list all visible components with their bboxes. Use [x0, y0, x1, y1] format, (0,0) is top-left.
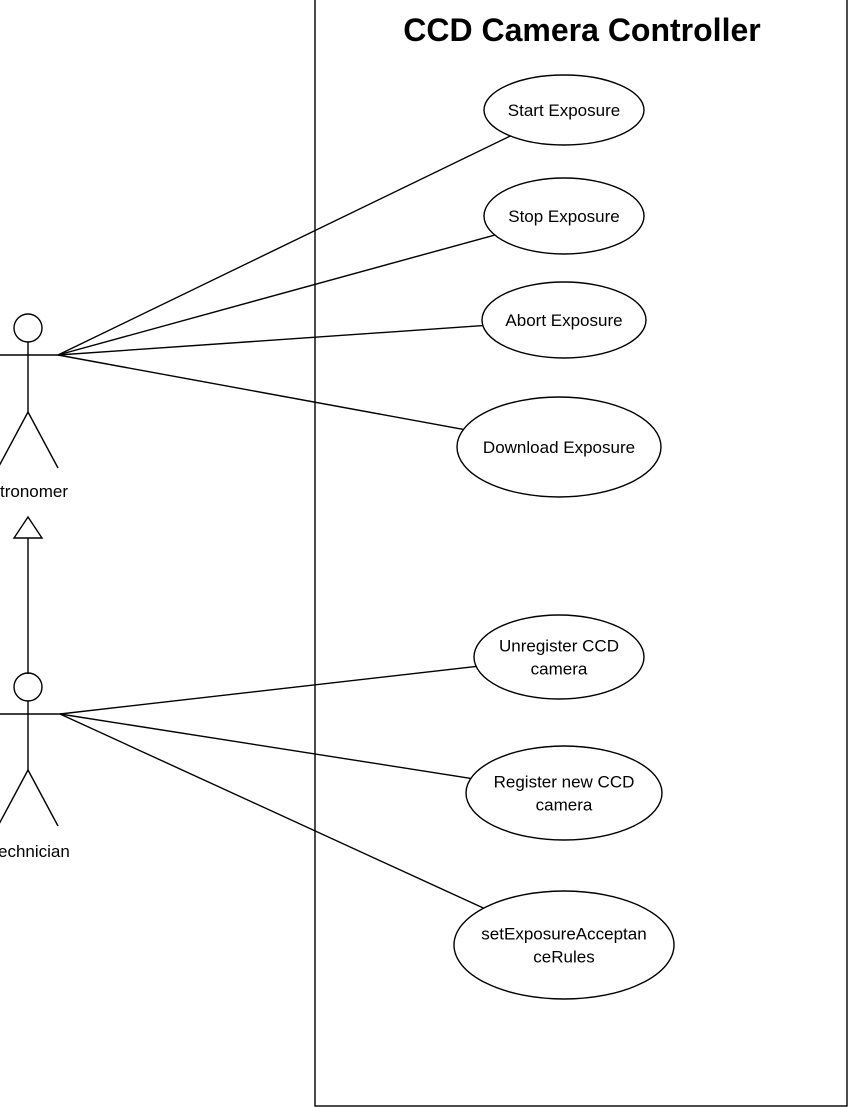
actor-head [13, 313, 43, 343]
association-line-unregister-ccd-camera [59, 665, 477, 715]
association-line-stop-exposure [57, 234, 495, 356]
actor-technician[interactable]: echnician [0, 672, 70, 861]
use-case-ellipse [481, 281, 647, 359]
use-case-label: Abort Exposure [505, 311, 622, 330]
use-case-label: ceRules [533, 948, 594, 967]
use-case-set-exposure-acceptance-rules[interactable]: setExposureAcceptan ceRules [453, 890, 675, 1000]
association-line-set-exposure-acceptance-rules [59, 713, 484, 909]
association-line-abort-exposure [57, 324, 483, 356]
actor-right-leg [27, 411, 59, 469]
use-case-label: Unregister CCD [499, 637, 619, 656]
actor-left-leg [0, 411, 29, 466]
use-case-ellipse [473, 614, 645, 700]
generalization-triangle [12, 515, 44, 539]
use-case-label: setExposureAcceptan [481, 925, 646, 944]
association-line-register-new-ccd-camera [59, 713, 471, 780]
use-case-ellipse [456, 396, 662, 498]
use-case-ellipse [483, 74, 645, 146]
system-title: CCD Camera Controller [403, 12, 760, 48]
use-case-stop-exposure[interactable]: Stop Exposure [483, 177, 645, 255]
use-case-ellipse [465, 745, 663, 841]
generalization-arrow [12, 515, 44, 674]
association-line-start-exposure [57, 135, 511, 356]
use-case-label: Download Exposure [483, 438, 635, 457]
use-case-label: Register new CCD [494, 773, 635, 792]
use-case-abort-exposure[interactable]: Abort Exposure [481, 281, 647, 359]
use-case-ellipse [483, 177, 645, 255]
actor-label: tronomer [0, 482, 68, 501]
use-case-label: camera [536, 796, 593, 815]
actor-left-leg [0, 769, 29, 824]
use-case-label: camera [531, 660, 588, 679]
association-line-download-exposure [57, 354, 464, 431]
actor-right-leg [27, 769, 59, 827]
use-case-label: Start Exposure [508, 101, 620, 120]
actor-astronomer[interactable]: tronomer [0, 313, 68, 501]
use-case-ellipse [453, 890, 675, 1000]
use-case-unregister-ccd-camera[interactable]: Unregister CCD camera [473, 614, 645, 700]
use-case-start-exposure[interactable]: Start Exposure [483, 74, 645, 146]
use-case-download-exposure[interactable]: Download Exposure [456, 396, 662, 498]
actor-label: echnician [0, 842, 70, 861]
use-case-register-new-ccd-camera[interactable]: Register new CCD camera [465, 745, 663, 841]
actor-head [13, 672, 43, 702]
use-case-label: Stop Exposure [508, 207, 620, 226]
associations [57, 135, 511, 909]
system-boundary [314, 0, 848, 1107]
